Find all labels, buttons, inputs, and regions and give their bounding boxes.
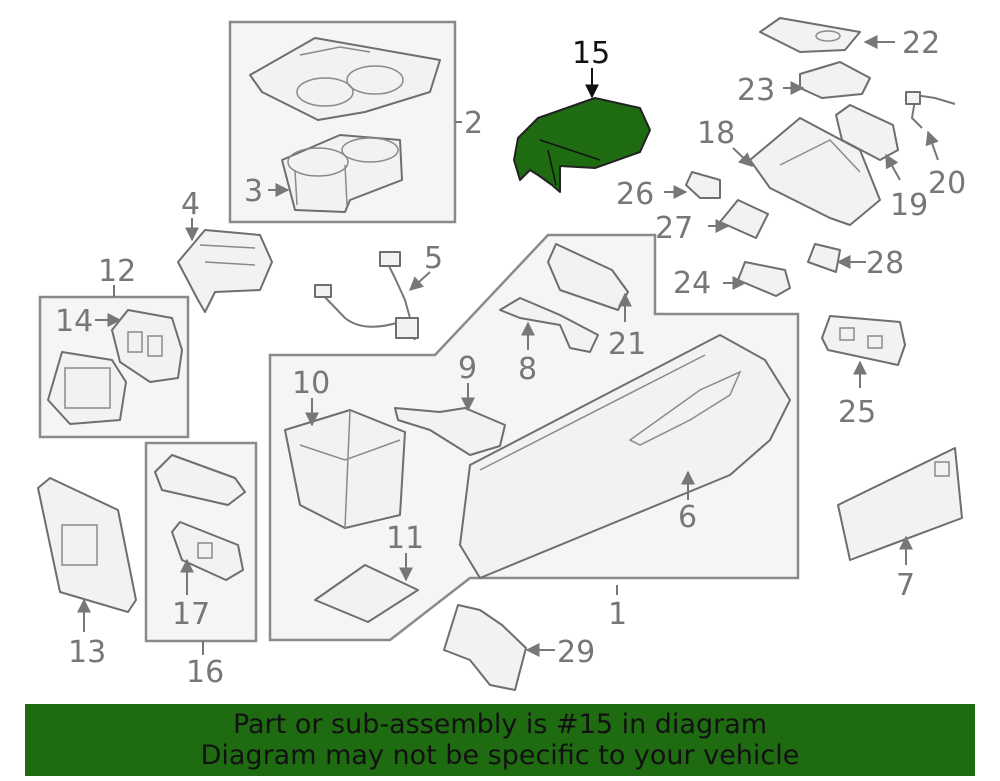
- part-15-armrest: [513, 97, 651, 193]
- label-12: 12: [98, 254, 136, 289]
- label-18: 18: [697, 116, 735, 151]
- label-26: 26: [616, 177, 654, 212]
- part-23-tray: [799, 61, 871, 99]
- part-22-tray: [759, 17, 861, 53]
- part-6-console-body: [459, 334, 791, 579]
- part-26-switch: [685, 171, 721, 199]
- label-23: 23: [737, 73, 775, 108]
- part-4-switch-module: [177, 229, 273, 313]
- part-13-side-cover: [37, 477, 137, 613]
- part-16-trim: [154, 454, 246, 506]
- part-21-bracket: [547, 243, 629, 311]
- part-27-cover: [719, 199, 769, 239]
- label-11: 11: [386, 521, 424, 556]
- leader-lines: [77, 35, 939, 657]
- part-28-switch: [807, 243, 841, 273]
- label-25: 25: [838, 395, 876, 430]
- label-17: 17: [172, 597, 210, 632]
- banner-line-1: Part or sub-assembly is #15 in diagram: [232, 709, 768, 740]
- label-9: 9: [458, 351, 477, 386]
- label-8: 8: [518, 352, 537, 387]
- banner-line-2: Diagram may not be specific to your vehi…: [200, 740, 800, 771]
- part-8-bracket: [499, 297, 599, 353]
- label-4: 4: [181, 187, 200, 222]
- label-19: 19: [890, 188, 928, 223]
- part-11-mat: [314, 564, 419, 623]
- label-14: 14: [55, 304, 93, 339]
- label-21: 21: [608, 327, 646, 362]
- part-18-housing: [749, 117, 881, 226]
- part-29-bracket: [443, 604, 527, 691]
- part-7-side-panel: [837, 447, 963, 561]
- part-3-cup-holder: [281, 134, 403, 213]
- label-5: 5: [424, 241, 443, 276]
- part-5-harness: [314, 251, 419, 341]
- label-28: 28: [866, 246, 904, 281]
- label-13: 13: [68, 635, 106, 670]
- part-24-switch: [737, 261, 791, 297]
- label-29: 29: [557, 635, 595, 670]
- label-24: 24: [673, 266, 711, 301]
- part-10-storage-box: [284, 409, 406, 529]
- part-2-trim-panel: [249, 37, 441, 121]
- label-16: 16: [186, 655, 224, 690]
- label-22: 22: [902, 26, 940, 61]
- label-1: 1: [608, 597, 627, 632]
- label-3: 3: [244, 174, 263, 209]
- label-2: 2: [464, 106, 483, 141]
- label-7: 7: [896, 568, 915, 603]
- part-19-switch-panel: [835, 104, 899, 161]
- label-27: 27: [655, 211, 693, 246]
- info-banner: Part or sub-assembly is #15 in diagram D…: [25, 704, 975, 776]
- label-6: 6: [678, 500, 697, 535]
- part-14-switch: [111, 309, 183, 383]
- part-12-bezel: [47, 351, 127, 425]
- part-25-switch-module: [821, 315, 906, 366]
- part-20-harness: [904, 91, 956, 129]
- label-10: 10: [292, 366, 330, 401]
- label-20: 20: [928, 166, 966, 201]
- part-9-bracket: [394, 407, 506, 456]
- parts-diagram: 1 2 3 4 5 6 7 8 9 10 11 12 13 14 15 16 1…: [37, 17, 966, 691]
- label-15: 15: [572, 36, 610, 71]
